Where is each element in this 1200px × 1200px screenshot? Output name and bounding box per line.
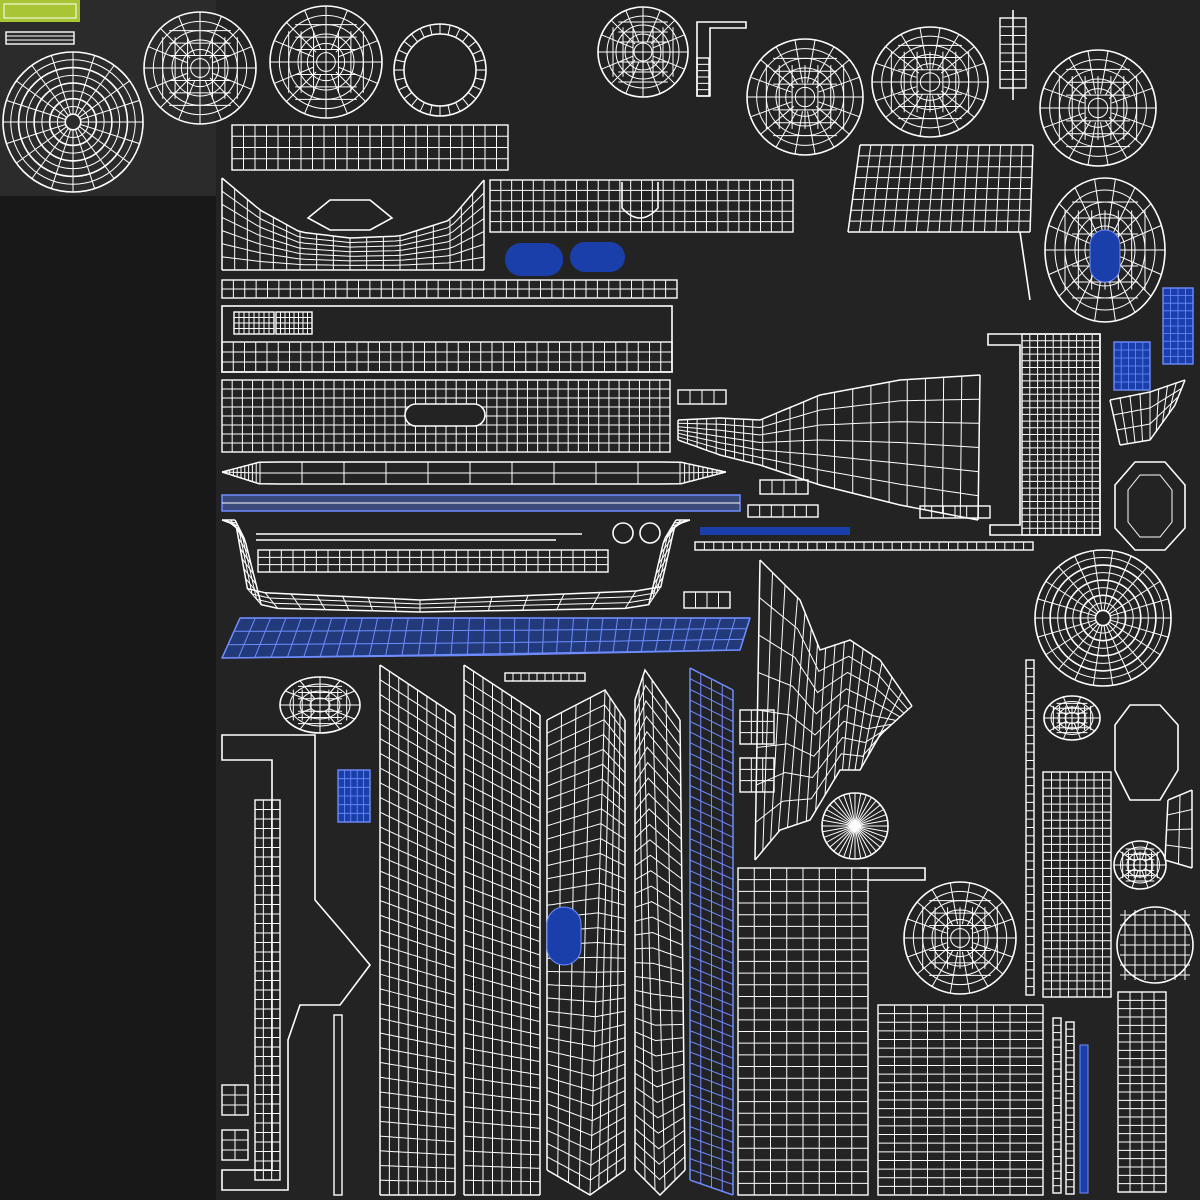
selected-pill-left (505, 243, 563, 276)
long-panel (221, 379, 671, 453)
dome-top-right-1 (746, 38, 864, 156)
oval-dome-right (1044, 177, 1166, 323)
octagon-right (1114, 461, 1186, 551)
small-parts-mid-2 (739, 709, 775, 745)
saddle-panel (221, 177, 485, 271)
sphere-small-top (597, 6, 689, 98)
dark-grid-block (737, 867, 926, 1196)
selected-blade (221, 617, 751, 659)
small-parts-mid (683, 591, 731, 609)
selected-pill-right (570, 242, 625, 272)
selected-plate-right-2 (1113, 341, 1151, 391)
selected-tall-plate (689, 667, 734, 1196)
disc-concentric-right (1034, 549, 1172, 687)
highlight-swatch (0, 0, 80, 22)
arc-spine (754, 559, 913, 861)
tall-grid-right (987, 333, 1101, 536)
blue-bar-middle (694, 527, 1034, 551)
left-column-parts (221, 676, 372, 1196)
strip-top (231, 124, 509, 171)
radial-fan-disc (821, 792, 889, 860)
wing-fan-panel (677, 374, 991, 521)
ring-top (393, 23, 487, 117)
selected-plate-right-1 (1162, 287, 1194, 365)
dome-top-right-2 (871, 26, 989, 138)
dome-bottom-right (903, 881, 1017, 995)
small-parts-right-column (1043, 695, 1194, 984)
bezel-frame (221, 305, 673, 373)
vertical-strips-right (877, 659, 1167, 1196)
grid-panel-top-middle (489, 179, 794, 233)
tab-strip (221, 279, 678, 299)
dome-top-right-3 (1039, 49, 1157, 167)
small-parts-mid-3 (739, 757, 775, 793)
dome-top-1 (143, 11, 257, 125)
tapered-strip (221, 461, 727, 485)
left-empty-strip (0, 196, 216, 1200)
bracket-top (696, 21, 747, 97)
small-strip-top-left (5, 31, 75, 45)
small-rail-top-right (999, 10, 1027, 100)
dome-top-2 (269, 5, 383, 119)
selected-strip-middle (221, 494, 741, 512)
crescent-right (1109, 379, 1186, 446)
tall-plates (379, 664, 686, 1197)
curved-tray (221, 519, 691, 613)
disc-concentric-top-left (2, 51, 144, 193)
grid-panel-right (847, 144, 1034, 301)
